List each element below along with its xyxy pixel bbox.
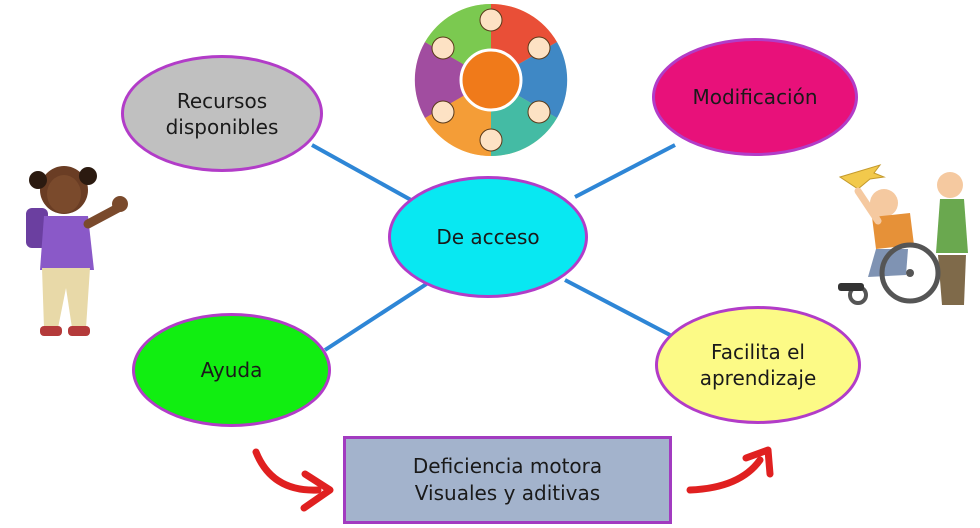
- node-recursos-disponibles: Recursos disponibles: [121, 55, 323, 172]
- node-de-acceso: De acceso: [388, 176, 588, 298]
- wheelchair-boys-illustration: [838, 164, 968, 305]
- left-arrow-icon: [252, 448, 334, 512]
- girl-waving-illustration: [26, 166, 128, 336]
- deficiencia-box: Deficiencia motora Visuales y aditivas: [343, 436, 672, 524]
- node-acceso-label: De acceso: [436, 225, 540, 249]
- deficiencia-label: Deficiencia motora Visuales y aditivas: [412, 454, 603, 505]
- children-circle-illustration: [414, 3, 568, 157]
- node-recursos-label: Recursos disponibles: [165, 88, 279, 139]
- connector-modificacion: [574, 143, 676, 199]
- node-modificacion-label: Modificación: [692, 85, 818, 109]
- connector-recursos: [311, 143, 421, 207]
- connector-facilita: [564, 278, 671, 337]
- node-facilita-aprendizaje: Facilita el aprendizaje: [655, 306, 861, 424]
- connector-ayuda: [323, 281, 430, 352]
- node-modificacion: Modificación: [652, 38, 858, 156]
- right-arrow-icon: [686, 446, 774, 494]
- node-ayuda: Ayuda: [132, 313, 331, 427]
- node-facilita-label: Facilita el aprendizaje: [699, 340, 817, 390]
- node-ayuda-label: Ayuda: [200, 358, 263, 382]
